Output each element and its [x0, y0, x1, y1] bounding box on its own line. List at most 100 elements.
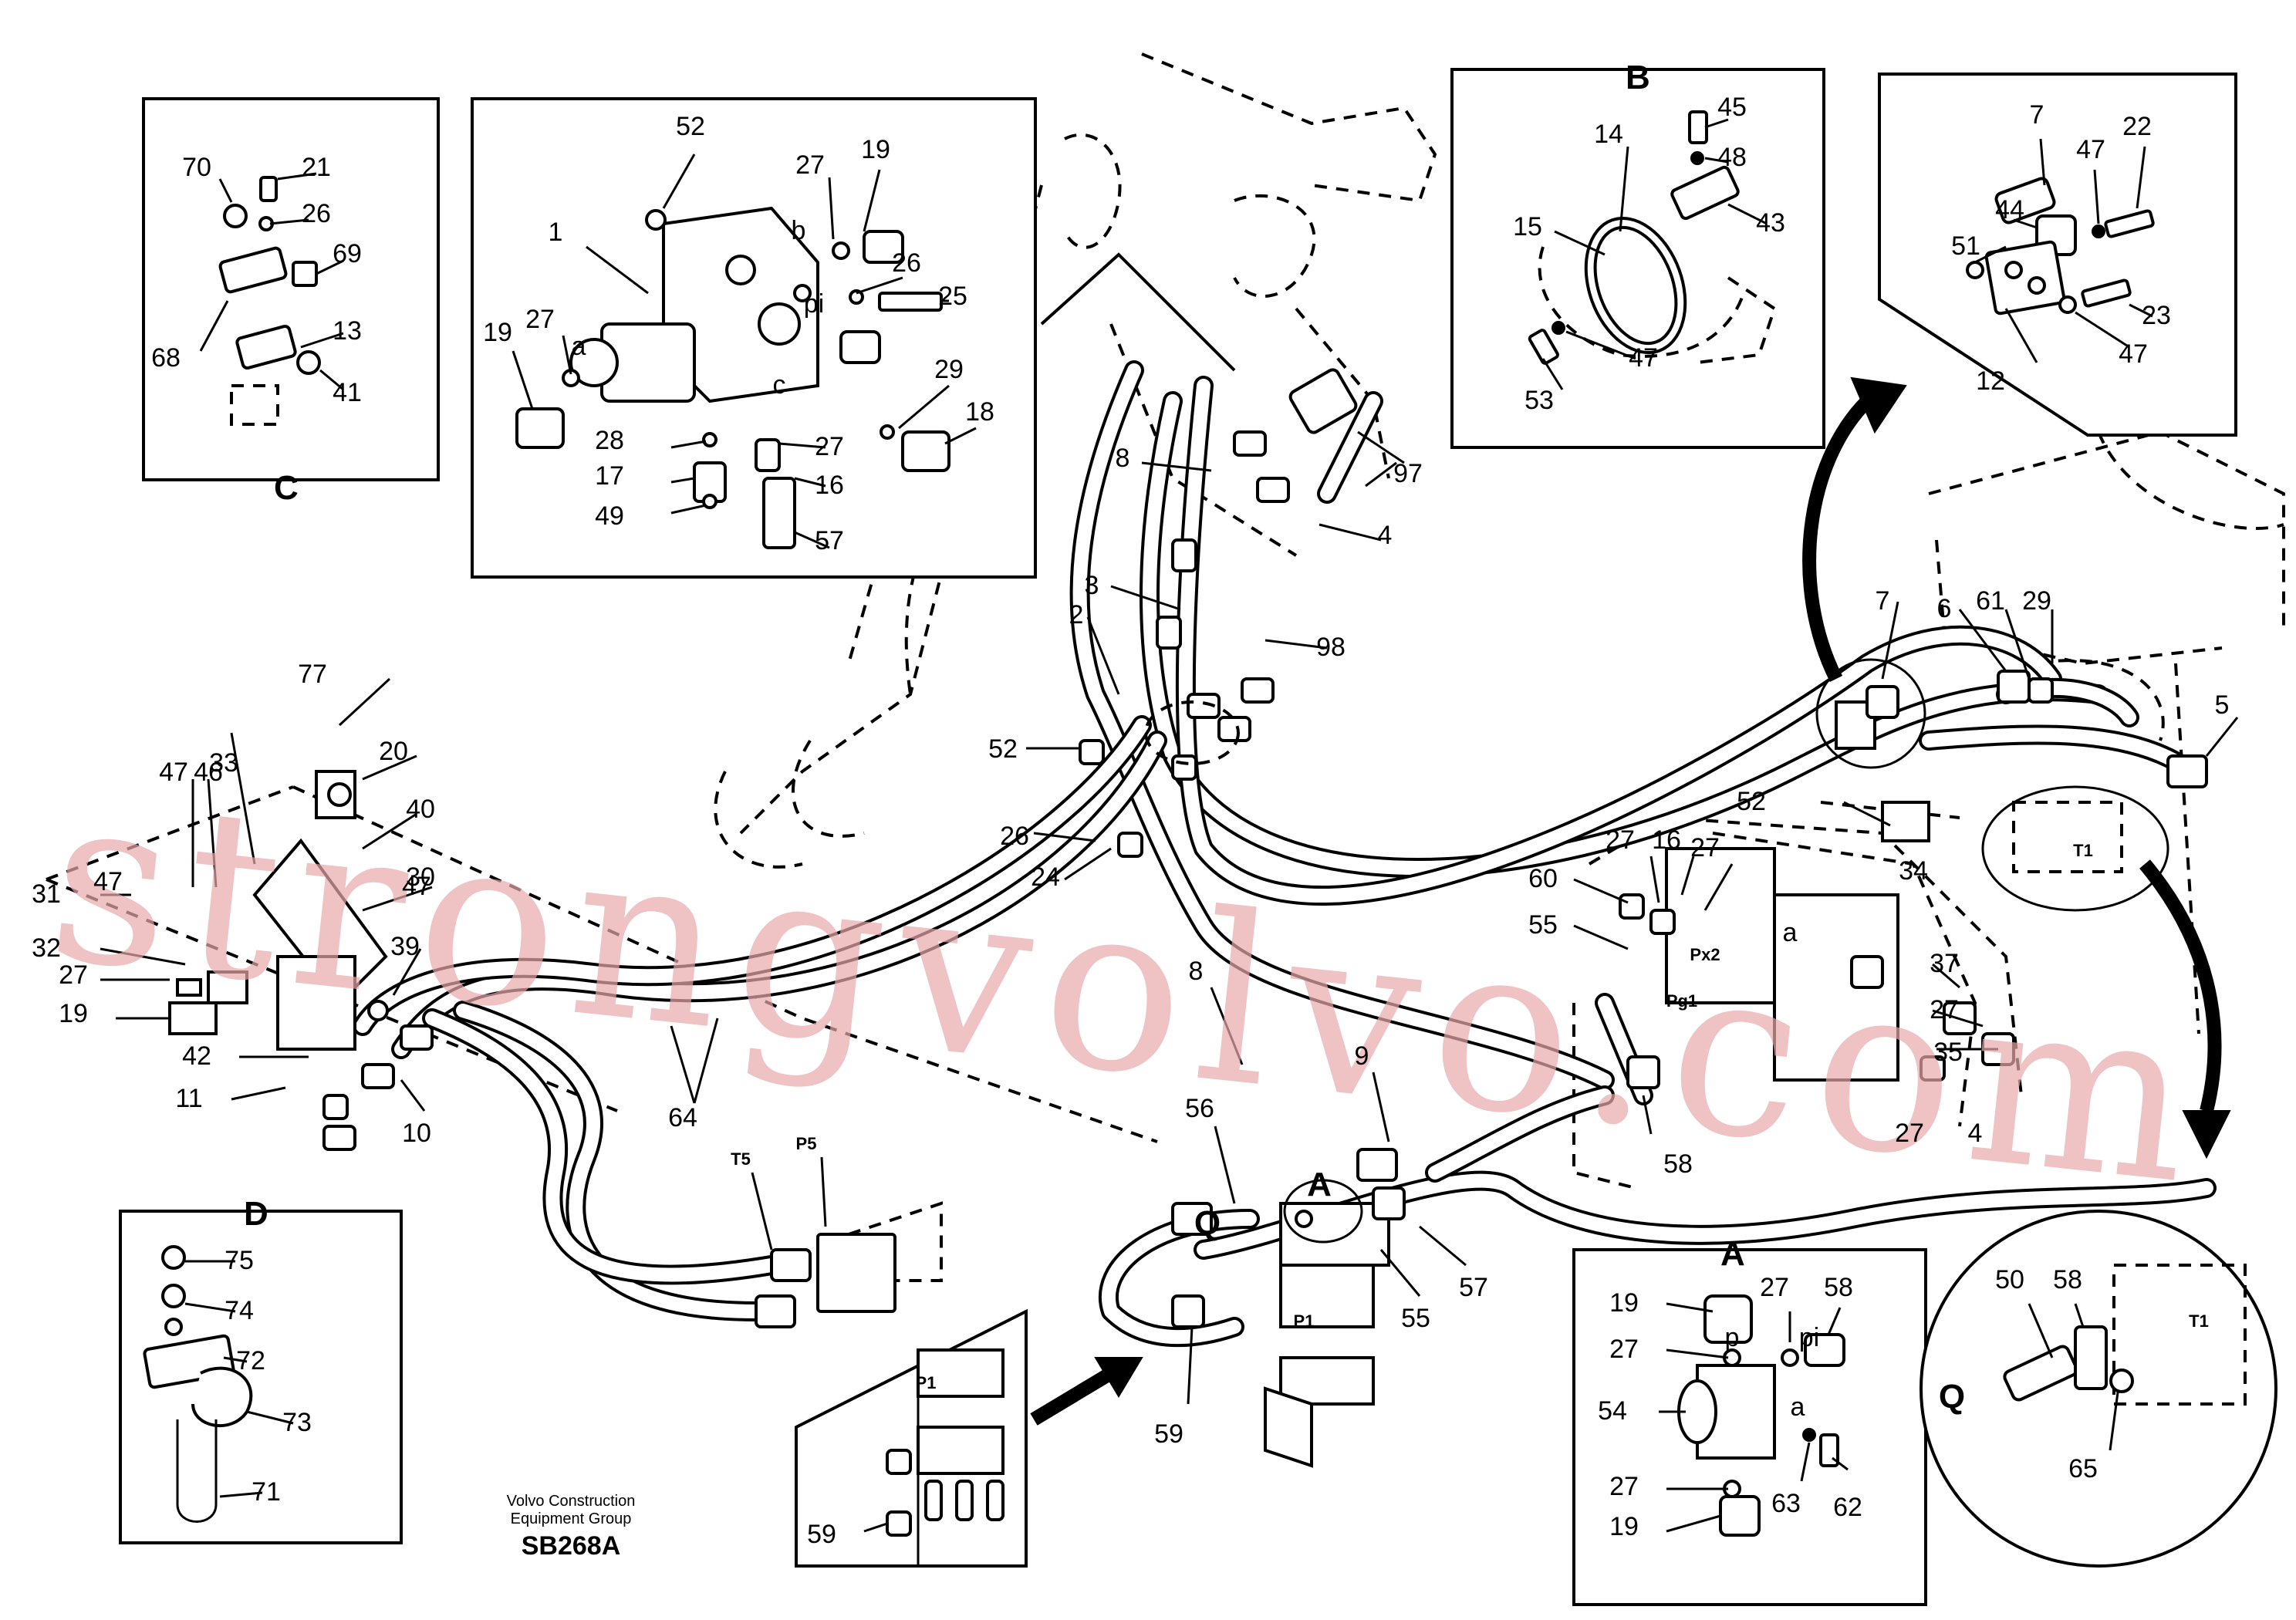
- callout-d-inset: 72: [236, 1346, 265, 1375]
- callout-main-view: 30: [406, 862, 435, 892]
- callout-main-inset: 49: [595, 501, 624, 531]
- callout-main-view: 4: [1378, 521, 1393, 550]
- callout-q-circle: 58: [2053, 1265, 2082, 1294]
- callout-main-view: 3: [1085, 571, 1099, 600]
- callout-main-view: 4: [1968, 1119, 1983, 1148]
- callout-main-inset: 19: [861, 135, 890, 164]
- callout-main-view: 27: [1895, 1119, 1924, 1148]
- callout-main-view: 60: [1528, 864, 1558, 893]
- callout-c-inset: 70: [182, 153, 211, 182]
- callout-main-view: 39: [390, 932, 420, 961]
- callout-main-view: 42: [182, 1041, 211, 1071]
- callout-b-inset: 43: [1756, 208, 1785, 238]
- callout-main-view: 19: [59, 999, 88, 1028]
- callout-main-view: Q: [1194, 1204, 1221, 1242]
- callout-p1-inset: P1: [916, 1373, 937, 1392]
- callout-main-view: Pg1: [1666, 991, 1697, 1011]
- callout-b-inset: 45: [1717, 93, 1747, 122]
- callout-top-right-inset: 22: [2122, 112, 2152, 141]
- callout-a-inset: 27: [1609, 1472, 1639, 1501]
- callout-main-inset: b: [792, 216, 806, 245]
- callout-main-view: 8: [1189, 957, 1204, 986]
- callout-b-inset: 53: [1524, 386, 1554, 415]
- callout-main-view: 46: [194, 758, 223, 787]
- callout-b-inset: 48: [1717, 143, 1747, 172]
- inset-letters: C B D A: [244, 59, 1745, 1273]
- callout-main-view: 26: [1000, 822, 1029, 851]
- callout-q-circle: 50: [1995, 1265, 2024, 1294]
- callout-main-view: 24: [1031, 862, 1060, 892]
- callout-main-inset: 27: [815, 432, 844, 461]
- callout-main-view: 32: [32, 933, 61, 963]
- callout-d-inset: 73: [282, 1408, 312, 1437]
- callout-main-view: T5: [731, 1149, 751, 1169]
- callout-main-view: 52: [988, 734, 1018, 764]
- callout-main-inset: pi: [804, 289, 824, 319]
- drawing-code: SB268A: [522, 1531, 621, 1561]
- callout-main-view: P5: [796, 1134, 817, 1153]
- callout-a-inset: 54: [1598, 1396, 1627, 1426]
- callout-main-view: 59: [1154, 1419, 1183, 1449]
- callout-main-view: 57: [1459, 1273, 1488, 1302]
- credit-line-1: Volvo Construction: [507, 1493, 636, 1510]
- inset-a-letter: A: [1720, 1235, 1745, 1273]
- callout-main-inset: 19: [483, 318, 512, 347]
- callout-a-inset: 63: [1771, 1489, 1801, 1518]
- callout-main-inset: 1: [549, 218, 563, 247]
- callout-main-view: 27: [1690, 833, 1720, 862]
- callout-main-view: 58: [1663, 1149, 1693, 1179]
- callout-b-inset: 14: [1594, 120, 1623, 149]
- callout-b-inset: 47: [1629, 343, 1658, 373]
- callout-c-inset: 26: [302, 199, 331, 228]
- inset-q-circle: [1920, 1210, 2277, 1568]
- callout-main-view: 20: [379, 737, 408, 766]
- callout-main-inset: 27: [795, 150, 825, 180]
- inset-d: [119, 1210, 403, 1544]
- callout-main-view: 31: [32, 879, 61, 909]
- callout-a-inset: 27: [1609, 1335, 1639, 1364]
- callout-main-view: 9: [1355, 1041, 1369, 1071]
- callout-main-view: 47: [93, 867, 123, 896]
- inset-flange: [1878, 73, 2237, 437]
- callout-main-view: 55: [1528, 910, 1558, 940]
- callout-main-view: 40: [406, 795, 435, 824]
- callout-b-inset: 15: [1513, 212, 1542, 241]
- callout-main-view: 5: [2215, 690, 2230, 720]
- callout-d-inset: 71: [252, 1477, 281, 1507]
- callout-main-view: 27: [59, 960, 88, 990]
- callout-main-view: 33: [209, 748, 238, 778]
- callout-main-inset: 18: [965, 397, 994, 427]
- inset-c-letter: C: [274, 469, 299, 507]
- callout-main-view: T1: [2073, 841, 2093, 860]
- callout-main-view: A: [1307, 1166, 1332, 1203]
- callout-main-view: 16: [1652, 825, 1681, 855]
- callout-main-view: 97: [1393, 459, 1423, 488]
- callout-main-view: 98: [1316, 633, 1346, 662]
- callout-top-right-inset: 47: [2076, 135, 2105, 164]
- callout-main-view: 27: [1930, 995, 1959, 1024]
- callout-a-inset: p: [1725, 1323, 1740, 1352]
- callout-top-right-inset: 7: [2030, 100, 2044, 130]
- callout-c-inset: 69: [333, 239, 362, 268]
- callout-main-inset: 17: [595, 461, 624, 491]
- callout-main-view: 52: [1737, 787, 1766, 816]
- inset-a: [1572, 1248, 1927, 1606]
- callout-main-view: 2: [1069, 600, 1084, 629]
- pointer-arrows: [1030, 252, 2231, 1426]
- callout-c-inset: 13: [333, 316, 362, 346]
- callout-a-inset: 19: [1609, 1288, 1639, 1318]
- callout-q-circle: T1: [2189, 1311, 2209, 1331]
- callout-top-right-inset: 44: [1995, 195, 2024, 224]
- callout-d-inset: 75: [225, 1246, 254, 1275]
- callout-d-inset: 74: [225, 1296, 254, 1325]
- callout-main-view: 35: [1933, 1038, 1963, 1067]
- callout-main-view: 7: [1876, 586, 1890, 616]
- callout-c-inset: 21: [302, 153, 331, 182]
- callout-main-inset: 16: [815, 471, 844, 500]
- inset-main-valve: [471, 97, 1037, 579]
- callout-main-inset: 28: [595, 426, 624, 455]
- callout-q-circle: 65: [2068, 1454, 2098, 1483]
- footer: Volvo Construction Equipment Group SB268…: [507, 1493, 636, 1561]
- callout-main-inset: 25: [938, 282, 967, 311]
